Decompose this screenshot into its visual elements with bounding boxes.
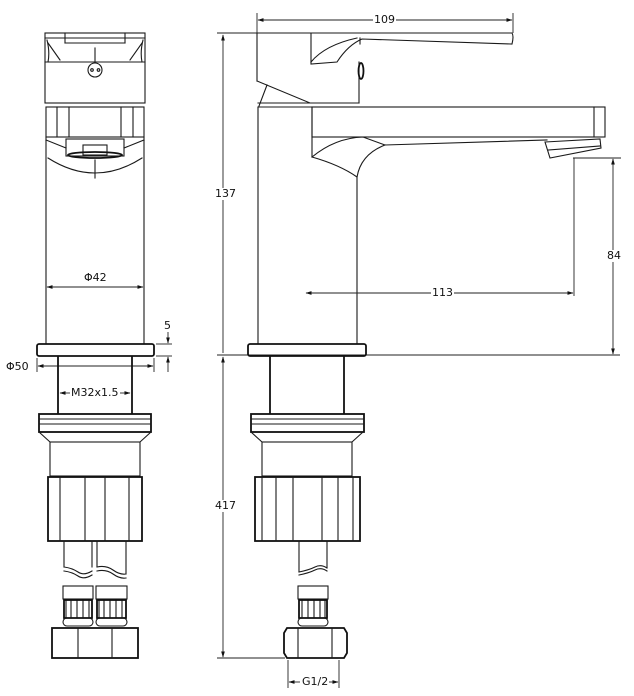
collar-front — [45, 102, 145, 138]
fixing-nut-side — [250, 413, 365, 542]
side-view — [217, 13, 621, 688]
dim-height-above-deck: 137 — [214, 187, 237, 200]
dim-spout-clearance: 84 — [606, 249, 622, 262]
dim-below-deck-length: 417 — [214, 499, 237, 512]
lever-knob-icon — [357, 62, 365, 80]
spout-side — [257, 106, 606, 344]
handle-front — [44, 32, 146, 104]
dim-base-diameter: Φ50 — [5, 360, 30, 373]
dim-body-diameter: Φ42 — [83, 271, 108, 284]
front-view — [36, 32, 172, 659]
dim-thread: M32x1.5 — [70, 386, 120, 399]
dim-base-thickness: 5 — [164, 319, 171, 332]
dim-spout-reach: 113 — [431, 286, 454, 299]
dim-inlet-thread: G1/2 — [301, 675, 330, 688]
indicator-dot-icon — [87, 62, 103, 78]
dim-overall-length: 109 — [373, 13, 396, 26]
flexible-hoses-front — [51, 540, 139, 659]
fixing-nut-front — [38, 413, 152, 542]
lever-side — [256, 32, 605, 108]
flexible-hose-side — [283, 540, 348, 659]
body-front — [45, 136, 145, 344]
